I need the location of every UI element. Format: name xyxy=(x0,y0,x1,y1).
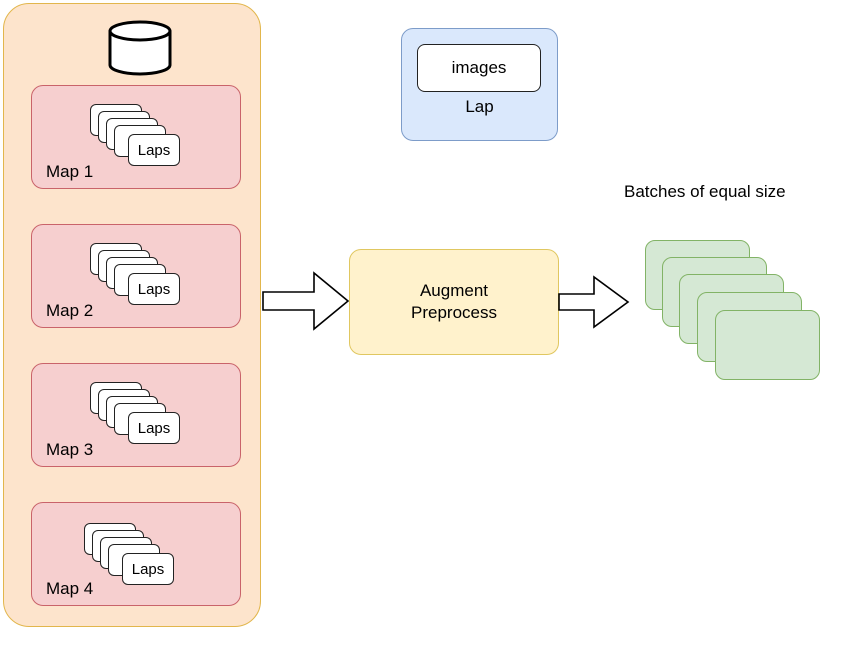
map-label: Map 3 xyxy=(46,440,94,459)
laps-card: Laps xyxy=(122,553,174,585)
map-4-box: Laps Map 4 xyxy=(31,502,241,606)
process-label-line1: Augment xyxy=(419,281,489,300)
batches-title: Batches of equal size xyxy=(624,182,786,201)
process-label-line2: Preprocess xyxy=(411,303,497,322)
laps-card: Laps xyxy=(128,412,180,444)
augment-preprocess-box: Augment Preprocess xyxy=(349,249,559,355)
dataset-container: Laps Map 1 Laps Map 2 Laps Map 3 Laps Ma… xyxy=(3,3,261,627)
arrow-to-process-icon xyxy=(262,271,350,331)
map-label: Map 1 xyxy=(46,162,94,181)
lap-label: Lap xyxy=(465,97,494,116)
map-label: Map 2 xyxy=(46,301,94,320)
map-2-box: Laps Map 2 xyxy=(31,224,241,328)
database-icon xyxy=(108,20,172,76)
images-box: images xyxy=(417,44,541,92)
map-1-box: Laps Map 1 xyxy=(31,85,241,189)
arrow-to-batches-icon xyxy=(558,275,630,329)
lap-legend: images Lap xyxy=(401,28,558,141)
laps-card: Laps xyxy=(128,273,180,305)
map-3-box: Laps Map 3 xyxy=(31,363,241,467)
laps-card: Laps xyxy=(128,134,180,166)
batch-card xyxy=(715,310,820,380)
map-label: Map 4 xyxy=(46,579,94,598)
